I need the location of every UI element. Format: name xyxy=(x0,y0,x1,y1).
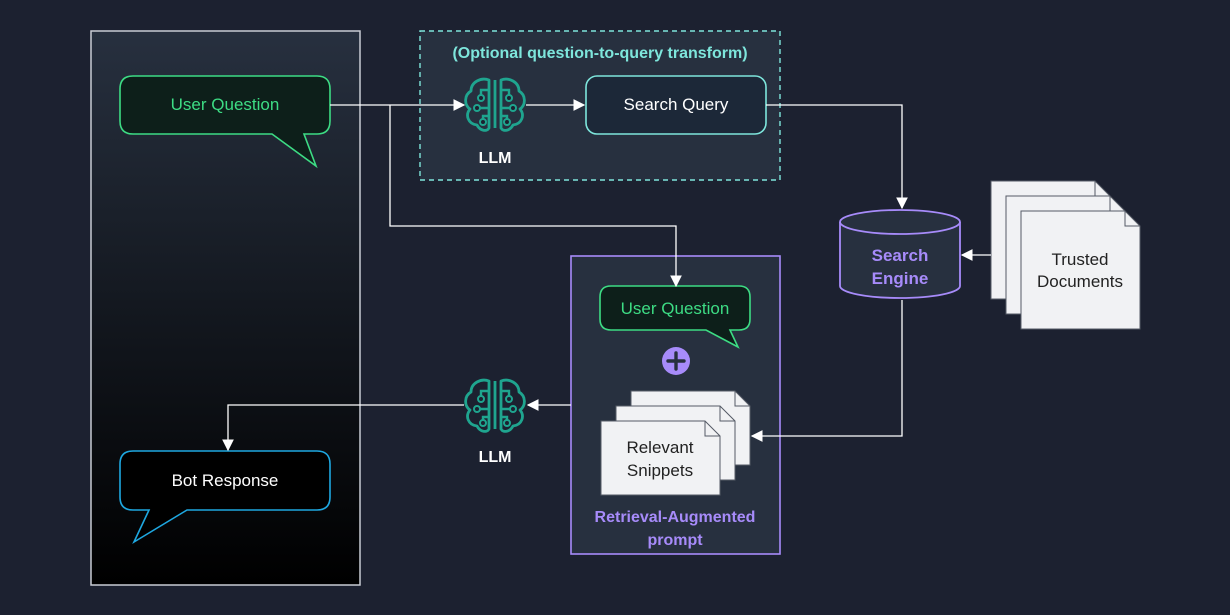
connector-engine-to-snippets xyxy=(750,300,903,442)
search-engine-label-1: Search xyxy=(872,246,929,265)
trusted-documents-stack xyxy=(990,180,1141,330)
llm-label-top: LLM xyxy=(479,150,512,167)
search-query-text: Search Query xyxy=(624,95,729,114)
rag-user-question-text: User Question xyxy=(621,299,730,318)
user-question-bubble: User Question xyxy=(119,75,331,169)
llm-label-bottom: LLM xyxy=(479,449,512,466)
rag-prompt-title-2: prompt xyxy=(647,532,703,549)
optional-transform-title: (Optional question-to-query transform) xyxy=(452,45,747,62)
connector-query-to-engine xyxy=(766,104,908,210)
relevant-snippets-stack xyxy=(600,390,751,496)
trusted-documents-label-1: Trusted xyxy=(1051,250,1108,269)
plus-icon xyxy=(662,347,690,375)
user-question-text: User Question xyxy=(171,95,280,114)
relevant-snippets-label-1: Relevant xyxy=(626,438,693,457)
trusted-documents-label-2: Documents xyxy=(1037,272,1123,291)
rag-prompt-title-1: Retrieval-Augmented xyxy=(595,509,756,526)
search-engine-cylinder xyxy=(839,209,961,299)
bot-response-bubble: Bot Response xyxy=(119,450,331,545)
search-engine-label-2: Engine xyxy=(872,269,929,288)
llm-brain-icon-response xyxy=(464,378,526,433)
relevant-snippets-label-2: Snippets xyxy=(627,461,693,480)
connector-llm-to-response xyxy=(222,404,464,452)
rag-user-question-bubble: User Question xyxy=(599,285,751,349)
bot-response-text: Bot Response xyxy=(172,471,279,490)
connector-question-to-rag xyxy=(389,105,682,288)
